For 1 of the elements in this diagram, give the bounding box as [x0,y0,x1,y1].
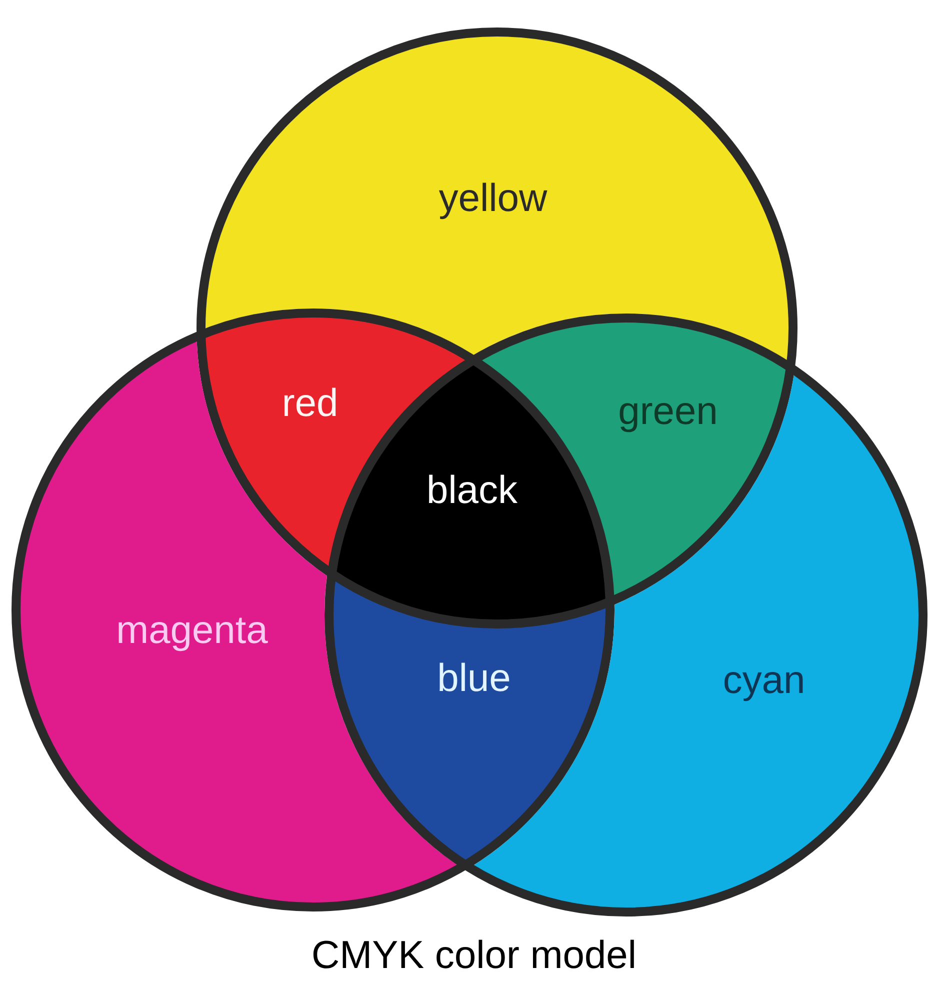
caption: CMYK color model [313,940,634,968]
